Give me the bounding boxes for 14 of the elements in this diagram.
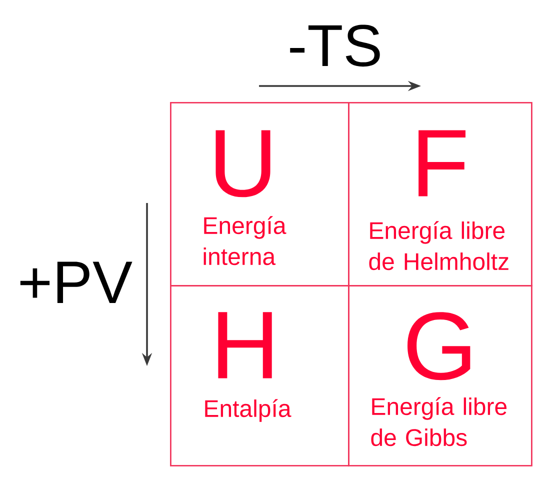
term-label: +PV — [20, 262, 132, 303]
grid-cell — [170, 102, 350, 286]
grid-cell — [348, 102, 532, 286]
term-label: -TS — [290, 24, 380, 67]
description-text: Energía libre de Helmholtz — [369, 221, 508, 270]
symbol-letter: H — [218, 312, 272, 378]
description-text: Energía interna — [204, 216, 286, 266]
grid-cell — [170, 285, 350, 466]
symbol-letter: F — [418, 130, 466, 196]
grid-cell — [348, 285, 532, 466]
symbol-letter: U — [216, 130, 270, 198]
symbol-letter: G — [408, 312, 470, 380]
description-text: Entalpía — [205, 399, 292, 422]
description-text: Energía libre de Gibbs — [371, 397, 507, 446]
